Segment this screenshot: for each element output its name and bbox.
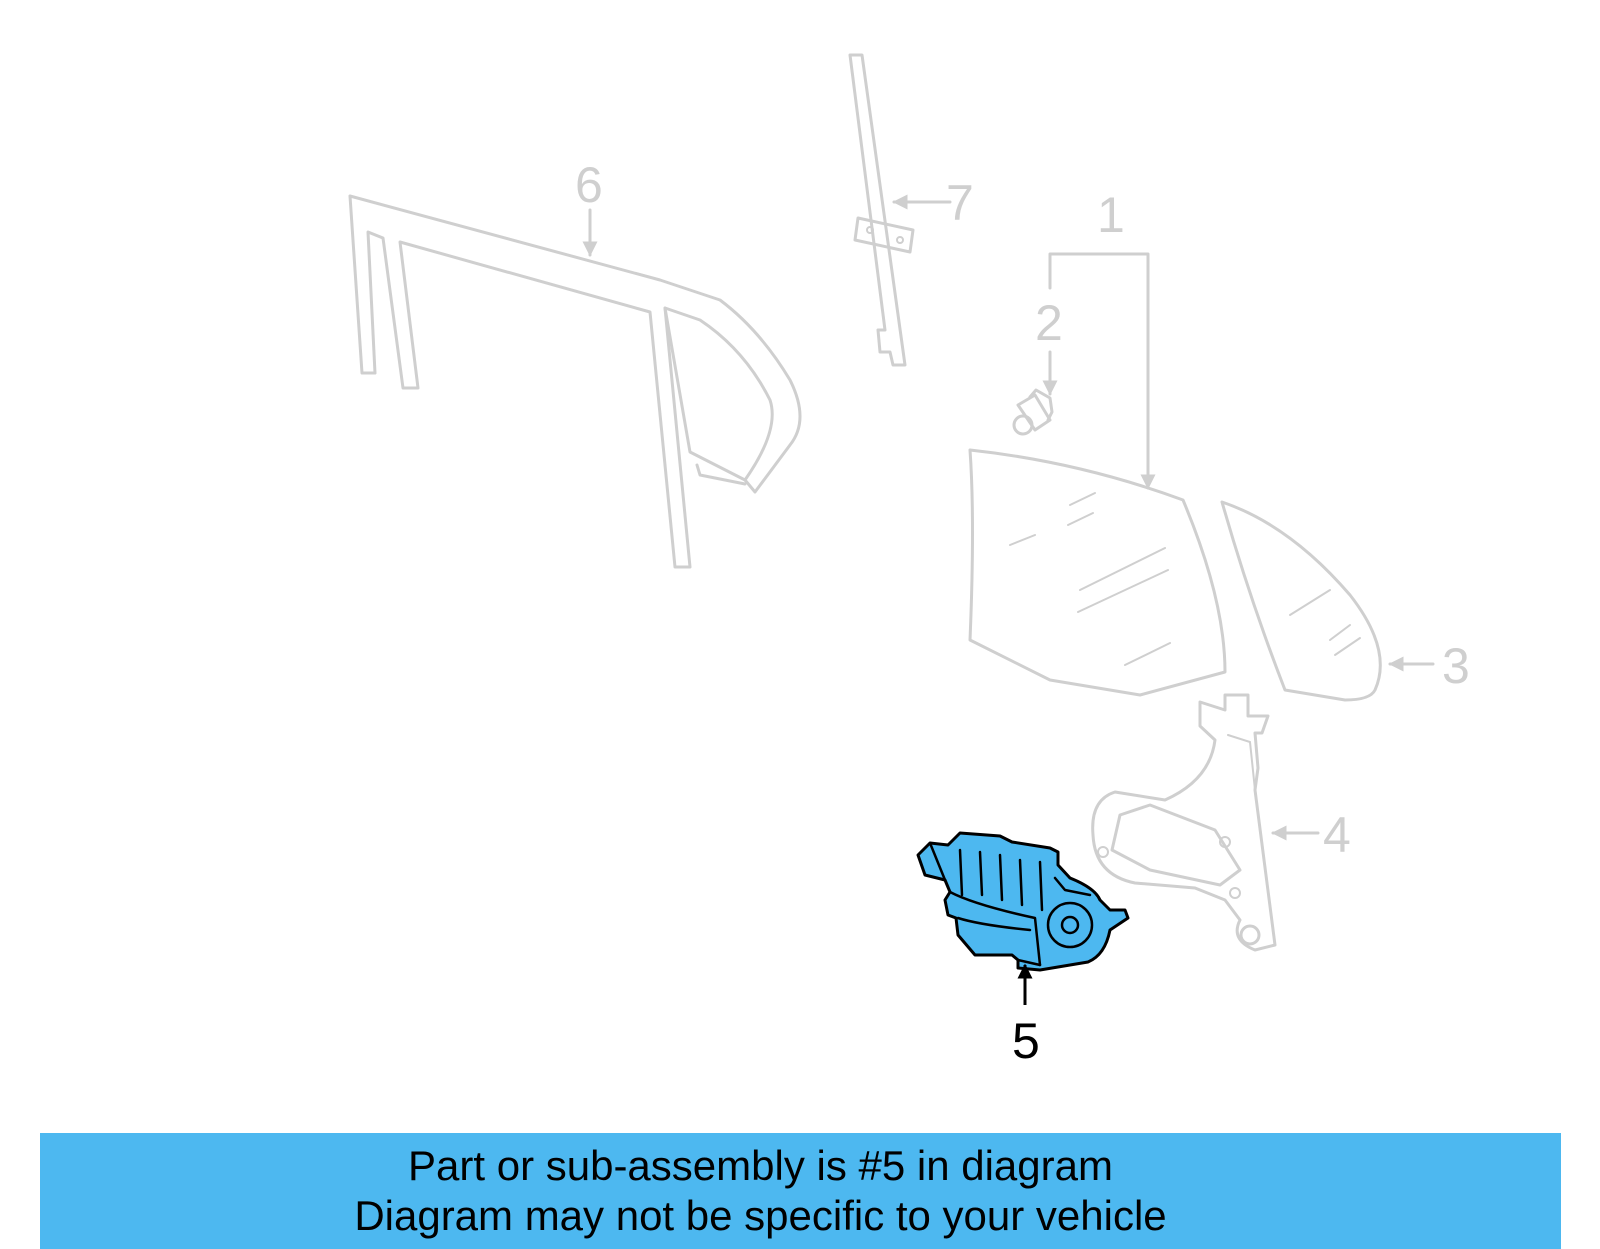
banner-disclaimer: Diagram may not be specific to your vehi… [354,1192,1167,1239]
banner-part-note: Part or sub-assembly is #5 in diagram [408,1142,1113,1189]
callout-2: 2 [1035,295,1063,351]
part-5-window-motor [916,831,1130,972]
callout-3: 3 [1442,638,1470,694]
callout-4: 4 [1323,807,1351,863]
callout-6: 6 [575,157,603,213]
callout-7: 7 [946,175,974,231]
info-banner: Part or sub-assembly is #5 in diagram Di… [40,1133,1561,1249]
callout-5: 5 [1012,1013,1040,1069]
callout-1: 1 [1097,187,1125,243]
part-7-channel [848,53,915,367]
part-4-regulator [1091,693,1277,952]
part-3-quarter-glass [1220,500,1382,702]
leader-lines [582,194,1435,1005]
part-1-door-glass [968,448,1227,697]
part-2-fastener [1012,388,1054,436]
part-6-window-frame [348,194,802,569]
